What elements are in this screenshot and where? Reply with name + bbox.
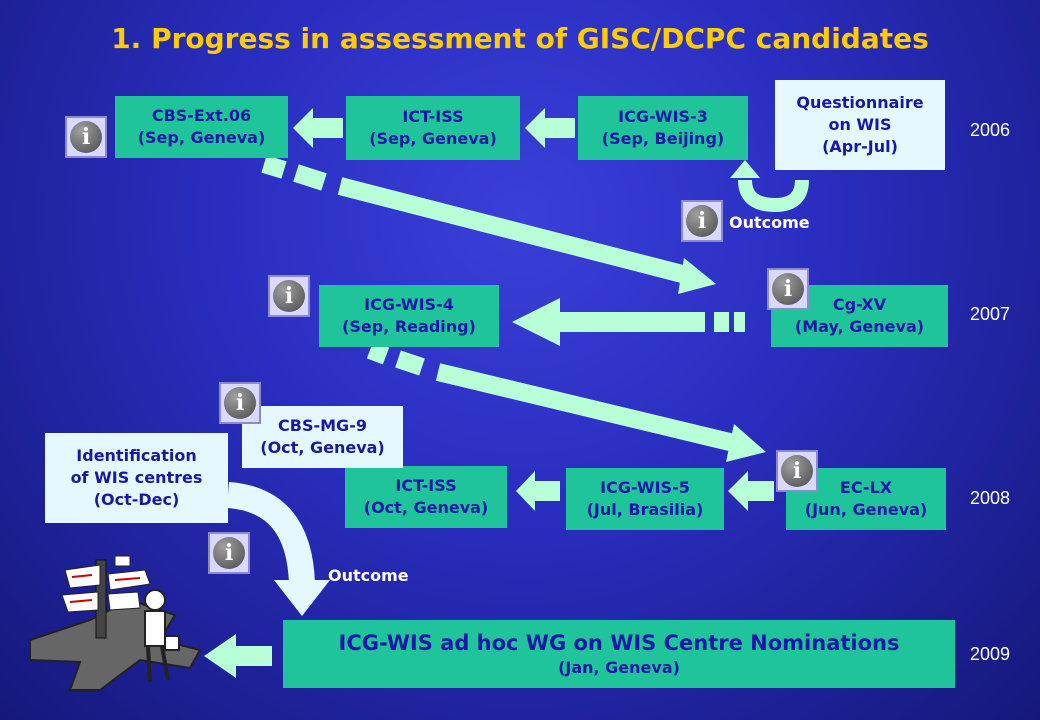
box-line: EC-LX	[839, 478, 893, 497]
box-line: (Jul, Brasilia)	[586, 500, 704, 519]
diag-head	[678, 258, 716, 294]
box-line: Identification	[76, 446, 197, 465]
box-icg-wis-5: ICG-WIS-5 (Jul, Brasilia)	[566, 468, 724, 530]
box-line: (Jun, Geneva)	[804, 500, 928, 519]
box-line: (Sep, Reading)	[342, 317, 476, 336]
box-line: (Sep, Geneva)	[137, 128, 266, 147]
diag-dash	[366, 341, 390, 365]
box-ict-iss-2008: ICT-ISS (Oct, Geneva)	[345, 466, 507, 528]
diag-dash	[395, 350, 425, 376]
box-line: of WIS centres	[70, 468, 203, 487]
outcome-label: Outcome	[729, 213, 810, 232]
arrow-ictiss-to-cbsext	[293, 108, 343, 148]
box-line: ICG-WIS-3	[618, 107, 708, 126]
info-icon[interactable]: i	[681, 200, 723, 242]
arrow-cgxv-to-icgwis4	[512, 298, 705, 346]
box-cbs-ext06: CBS-Ext.06 (Sep, Geneva)	[115, 96, 288, 158]
info-icon[interactable]: i	[208, 532, 250, 574]
diag-head	[726, 424, 766, 462]
info-icon[interactable]: i	[767, 268, 809, 310]
box-line: Questionnaire	[796, 93, 924, 112]
box-line: on WIS	[828, 115, 892, 134]
box-line: ICT-ISS	[402, 107, 464, 126]
arrow-icgwis5-to-ictiss	[516, 471, 560, 511]
diag-line	[337, 177, 693, 285]
box-line: (Oct-Dec)	[93, 490, 180, 509]
box-line: CBS-MG-9	[278, 416, 367, 435]
arrow-adhoc-to-person	[204, 634, 272, 678]
page-title: 1. Progress in assessment of GISC/DCPC c…	[111, 22, 929, 55]
box-line: ICT-ISS	[395, 476, 457, 495]
arrow-dash	[714, 312, 729, 332]
arrow-icgwis3-to-ictiss	[525, 108, 575, 148]
info-icon[interactable]: i	[268, 275, 310, 317]
box-line: ICG-WIS-4	[364, 295, 454, 314]
box-line: (Oct, Geneva)	[260, 438, 385, 457]
box-line: (Sep, Geneva)	[369, 129, 497, 148]
box-adhoc-wg: ICG-WIS ad hoc WG on WIS Centre Nominati…	[283, 620, 955, 688]
box-line: ICG-WIS ad hoc WG on WIS Centre Nominati…	[338, 631, 900, 655]
box-questionnaire: Questionnaire on WIS (Apr-Jul)	[775, 80, 945, 170]
box-cg-xv: Cg-XV (May, Geneva)	[771, 285, 948, 347]
year-label: 2008	[970, 488, 1011, 508]
outcome-label: Outcome	[328, 566, 409, 585]
box-line: ICG-WIS-5	[600, 478, 690, 497]
year-label: 2006	[970, 120, 1011, 140]
box-line: (Apr-Jul)	[822, 137, 898, 156]
info-icon[interactable]: i	[65, 116, 107, 158]
box-line: (Jan, Geneva)	[558, 658, 680, 677]
diag-line	[435, 363, 741, 453]
info-icon[interactable]: i	[776, 450, 818, 492]
box-line: CBS-Ext.06	[151, 106, 252, 125]
box-line: Cg-XV	[832, 295, 887, 314]
box-line: (May, Geneva)	[794, 317, 925, 336]
box-icg-wis-4: ICG-WIS-4 (Sep, Reading)	[319, 285, 499, 347]
curved-arrow-questionnaire	[738, 179, 809, 213]
box-icg-wis-3: ICG-WIS-3 (Sep, Beijing)	[578, 96, 748, 160]
curved-arrow-identification	[226, 482, 315, 586]
box-ict-iss-2006: ICT-ISS (Sep, Geneva)	[346, 96, 520, 160]
diag-dash	[293, 164, 327, 191]
box-line: (Sep, Beijing)	[601, 129, 725, 148]
box-identification: Identification of WIS centres (Oct-Dec)	[45, 433, 228, 523]
year-label: 2007	[970, 304, 1011, 324]
box-cbs-mg-9: CBS-MG-9 (Oct, Geneva)	[242, 406, 403, 468]
arrow-dash	[734, 312, 745, 332]
arrow-eclx-to-icgwis5	[728, 471, 774, 511]
info-icon[interactable]: i	[219, 382, 261, 424]
year-label: 2009	[970, 644, 1011, 664]
diag-dash	[261, 155, 287, 179]
box-line: (Oct, Geneva)	[363, 498, 489, 517]
